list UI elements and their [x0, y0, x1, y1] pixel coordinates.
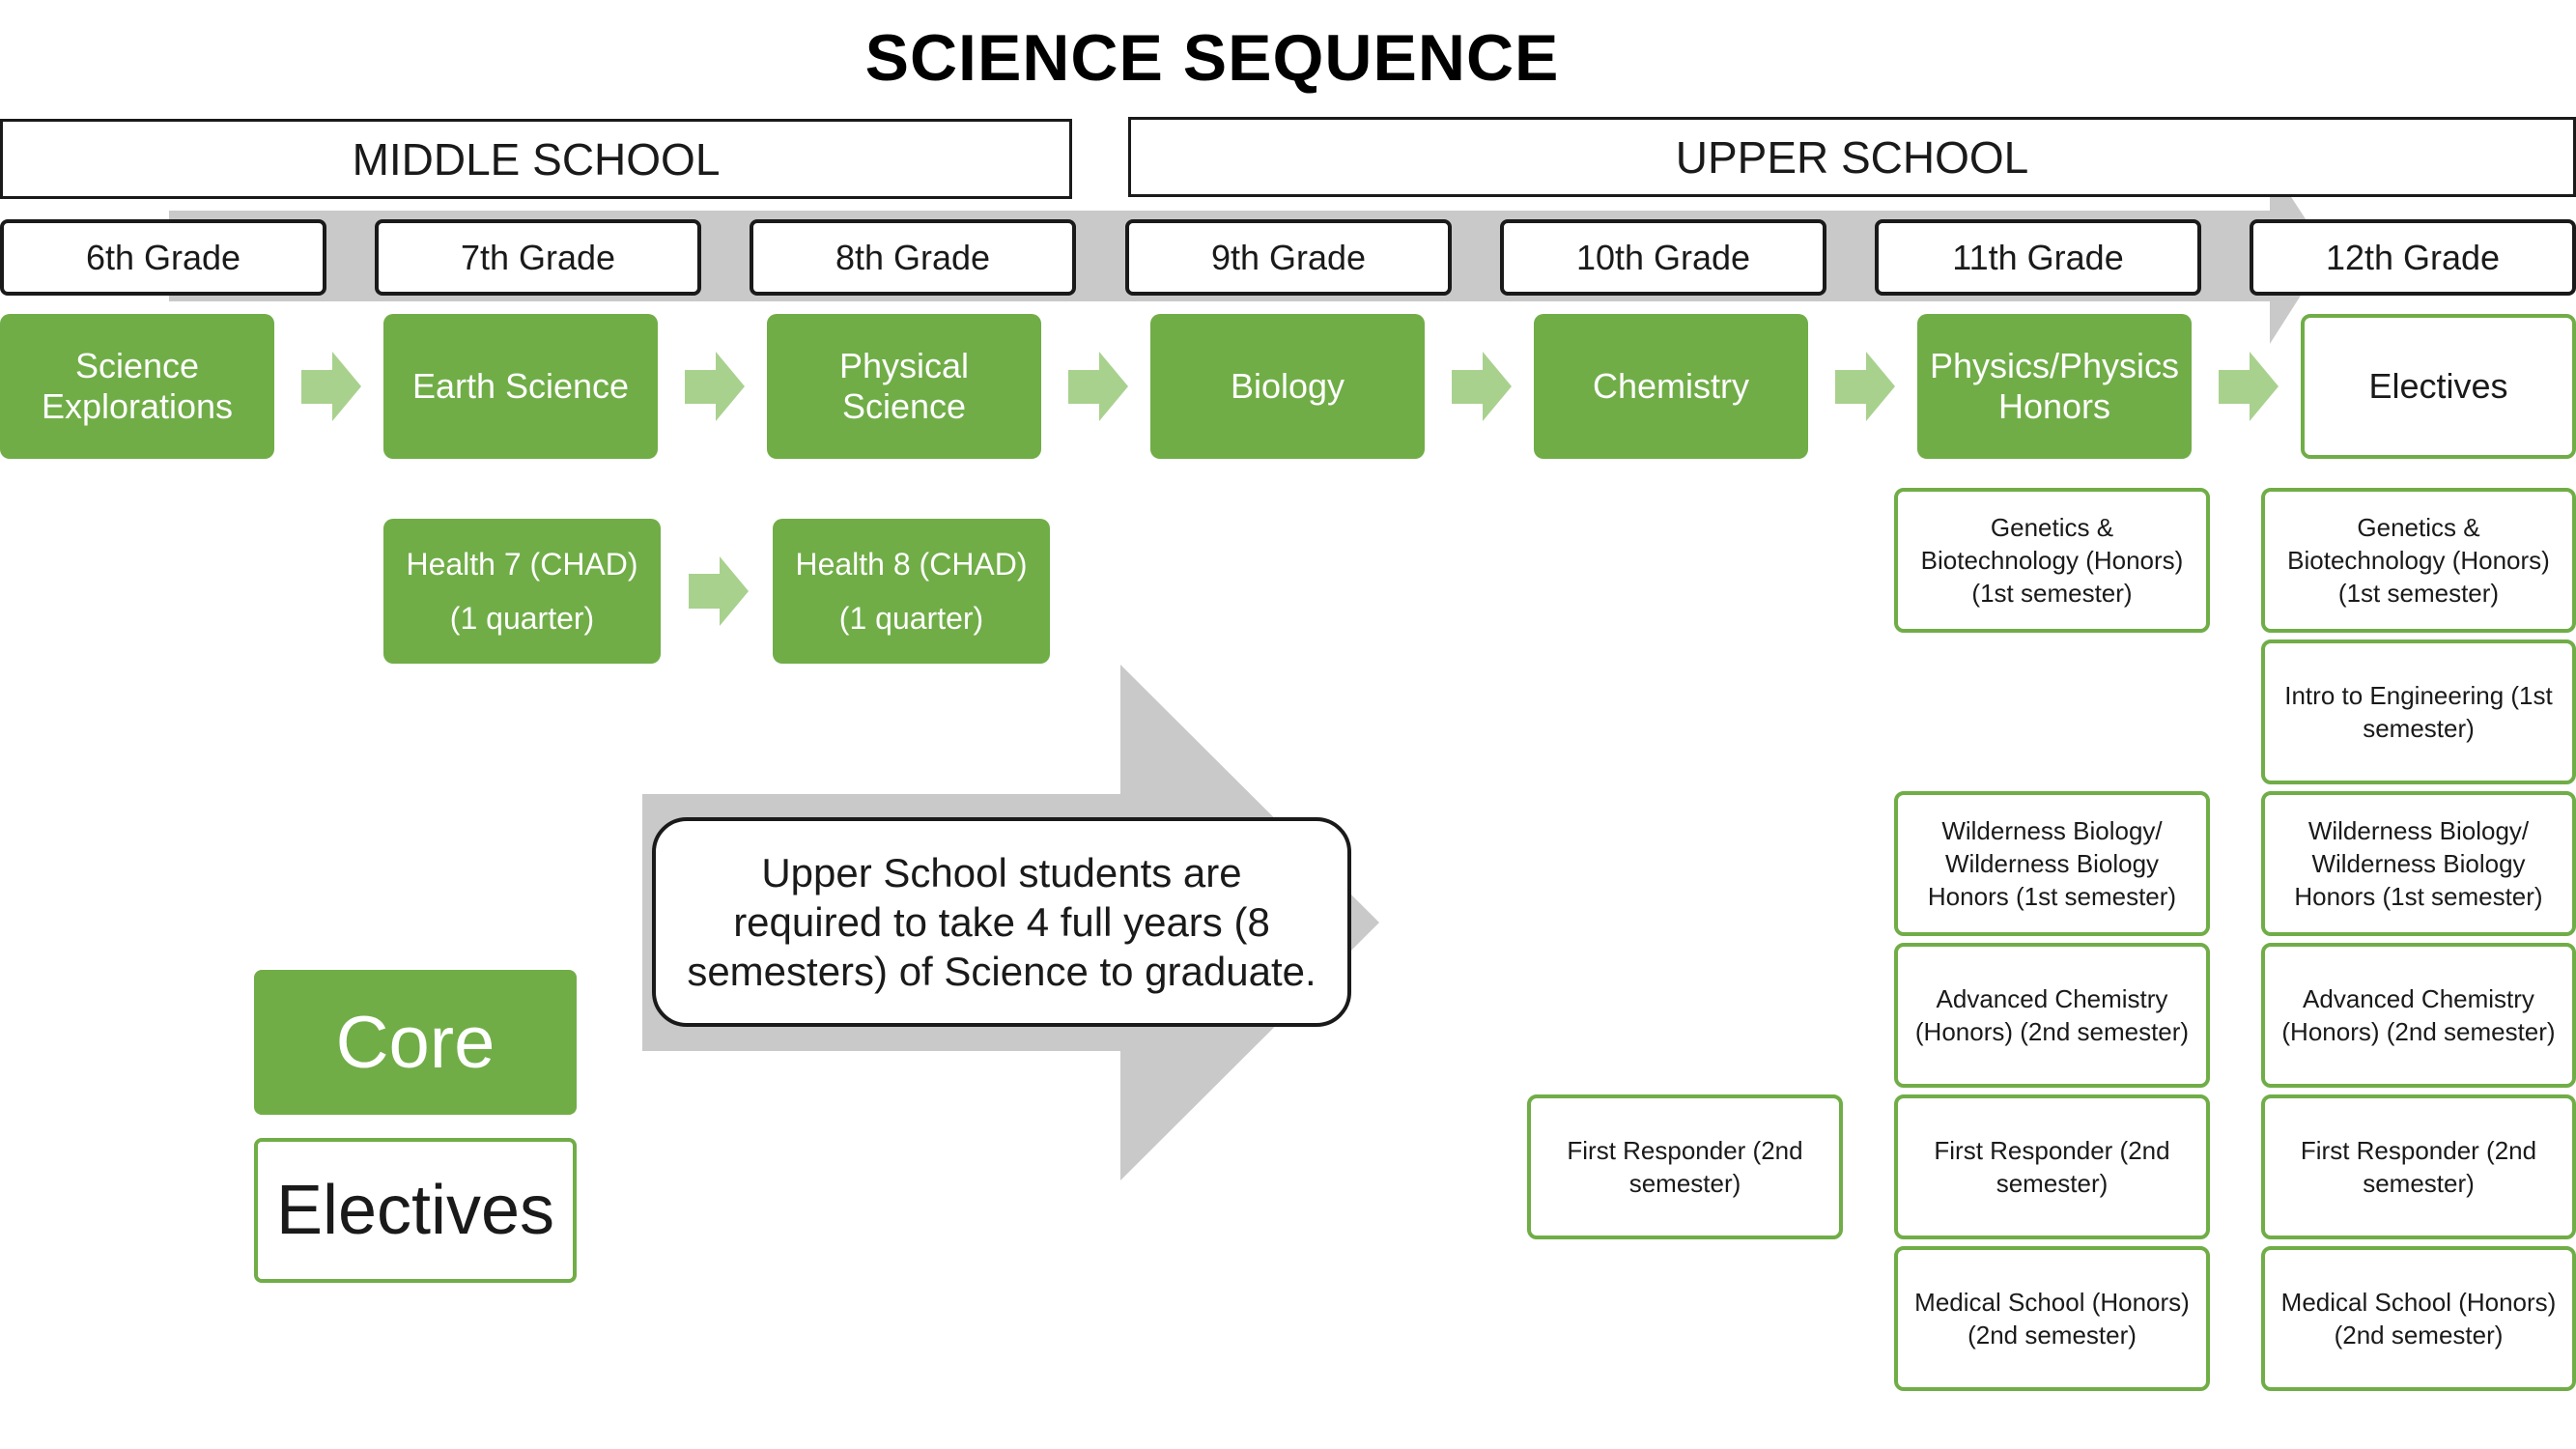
- grade-10: 10th Grade: [1500, 219, 1826, 296]
- course-science-explorations: Science Explorations: [0, 314, 274, 459]
- health-8-duration: (1 quarter): [838, 601, 984, 636]
- course-chemistry: Chemistry: [1534, 314, 1808, 459]
- legend-electives: Electives: [254, 1138, 577, 1283]
- course-biology: Biology: [1150, 314, 1425, 459]
- flow-arrow-5: [1835, 352, 1895, 421]
- elective-11-adv-chem: Advanced Chemistry (Honors) (2nd semeste…: [1894, 943, 2210, 1088]
- grade-7: 7th Grade: [375, 219, 701, 296]
- grade-6: 6th Grade: [0, 219, 326, 296]
- elective-10-first-responder: First Responder (2nd semester): [1527, 1094, 1843, 1239]
- flow-arrow-6: [2219, 352, 2279, 421]
- grade-8: 8th Grade: [750, 219, 1076, 296]
- elective-12-genetics: Genetics & Biotechnology (Honors) (1st s…: [2261, 488, 2576, 633]
- course-health-8: Health 8 (CHAD) (1 quarter): [773, 519, 1050, 664]
- course-physics: Physics/Physics Honors: [1917, 314, 2192, 459]
- legend-core: Core: [254, 970, 577, 1115]
- elective-11-first-responder: First Responder (2nd semester): [1894, 1094, 2210, 1239]
- elective-11-wilderness: Wilderness Biology/ Wilderness Biology H…: [1894, 791, 2210, 936]
- elective-12-first-responder: First Responder (2nd semester): [2261, 1094, 2576, 1239]
- course-physical-science: Physical Science: [767, 314, 1041, 459]
- course-health-7: Health 7 (CHAD) (1 quarter): [383, 519, 661, 664]
- elective-12-medical: Medical School (Honors) (2nd semester): [2261, 1246, 2576, 1391]
- health-7-duration: (1 quarter): [449, 601, 595, 636]
- grade-11: 11th Grade: [1875, 219, 2201, 296]
- grade-9: 9th Grade: [1125, 219, 1452, 296]
- elective-11-medical: Medical School (Honors) (2nd semester): [1894, 1246, 2210, 1391]
- middle-school-header: MIDDLE SCHOOL: [0, 119, 1072, 199]
- flow-arrow-health: [689, 556, 749, 626]
- elective-11-genetics: Genetics & Biotechnology (Honors) (1st s…: [1894, 488, 2210, 633]
- health-8-name: Health 8 (CHAD): [795, 547, 1028, 582]
- flow-arrow-4: [1452, 352, 1512, 421]
- flow-arrow-2: [685, 352, 745, 421]
- grade-12: 12th Grade: [2250, 219, 2576, 296]
- course-earth-science: Earth Science: [383, 314, 658, 459]
- elective-12-adv-chem: Advanced Chemistry (Honors) (2nd semeste…: [2261, 943, 2576, 1088]
- flow-arrow-3: [1068, 352, 1128, 421]
- course-grade12-electives: Electives: [2301, 314, 2576, 459]
- health-7-name: Health 7 (CHAD): [406, 547, 638, 582]
- upper-school-header: UPPER SCHOOL: [1128, 117, 2576, 197]
- graduation-requirement-note: Upper School students are required to ta…: [652, 817, 1351, 1027]
- page-title: SCIENCE SEQUENCE: [864, 21, 1560, 95]
- flow-arrow-1: [301, 352, 361, 421]
- elective-12-engineering: Intro to Engineering (1st semester): [2261, 639, 2576, 784]
- elective-12-wilderness: Wilderness Biology/ Wilderness Biology H…: [2261, 791, 2576, 936]
